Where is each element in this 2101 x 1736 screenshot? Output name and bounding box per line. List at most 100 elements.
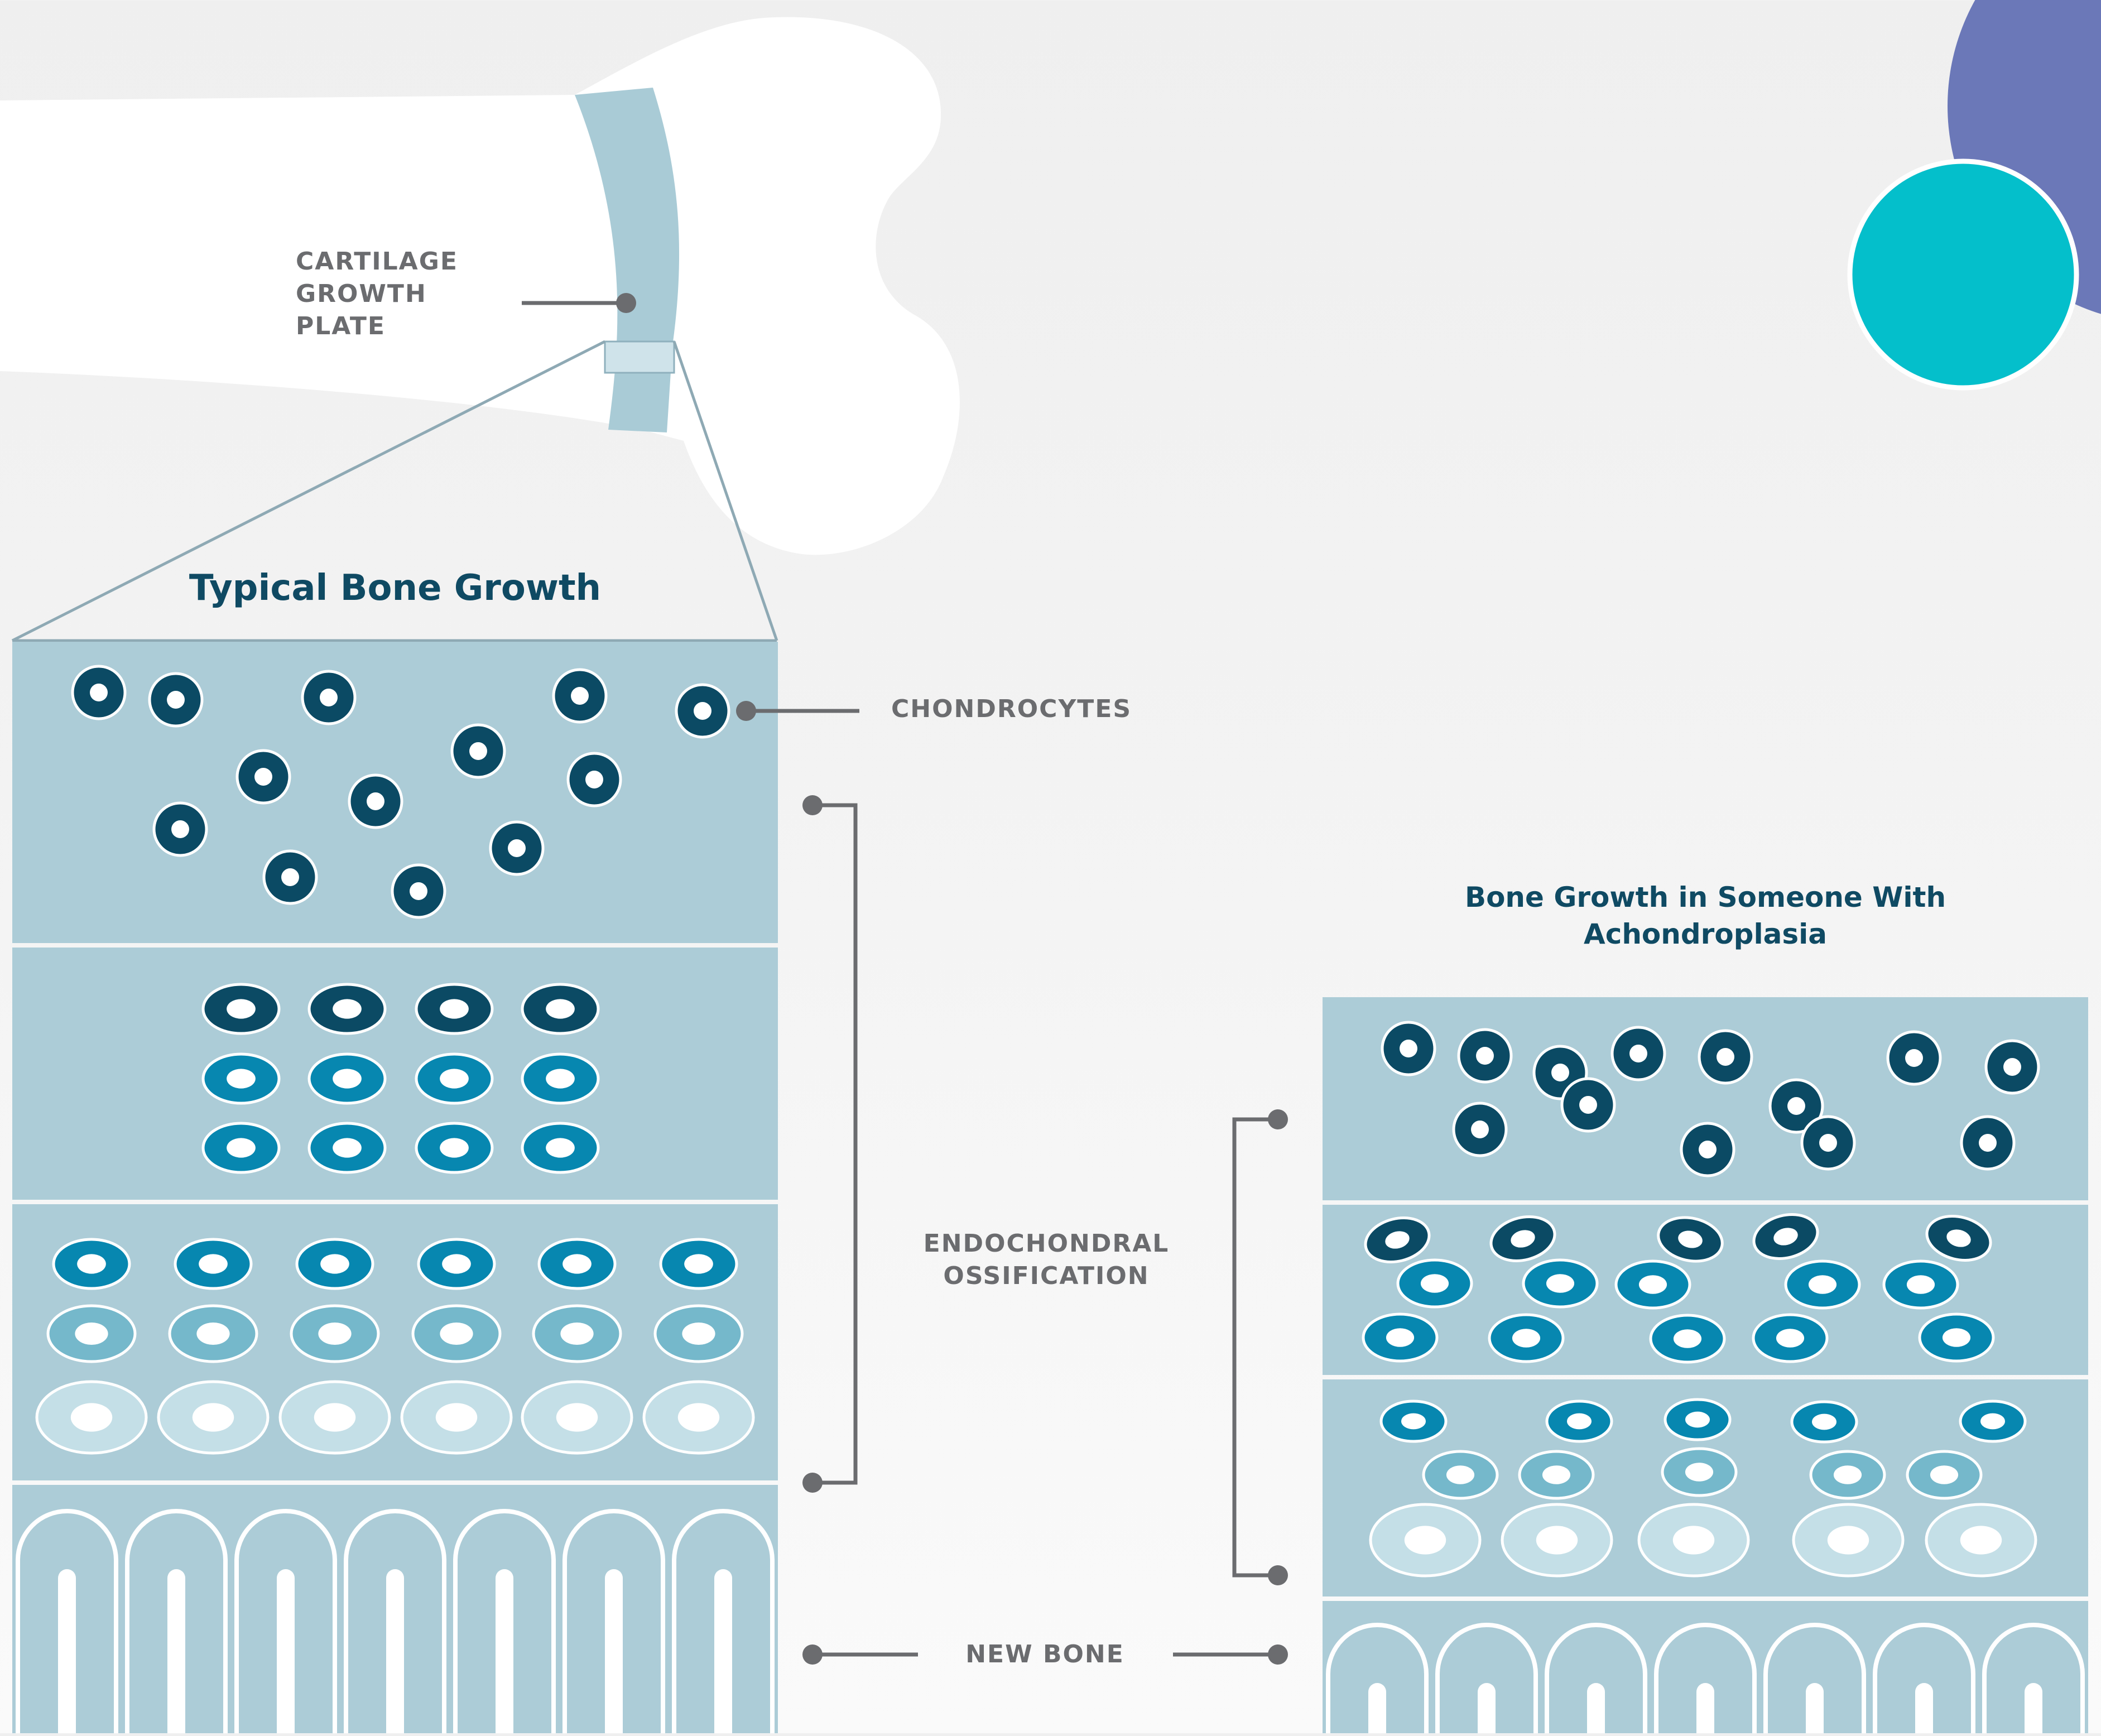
zoom-line-left <box>11 340 606 642</box>
typical-resting-cell-8-nucleus <box>585 771 603 788</box>
achon-prolif-cell-6 <box>1362 1312 1439 1363</box>
achon-prolif-cell-3 <box>1614 1259 1691 1310</box>
typical-new-bone-trabecula-4 <box>386 1569 404 1733</box>
typical-hyper-large-1 <box>35 1380 148 1455</box>
typical-prolif-cell-3-4 <box>521 1122 600 1174</box>
zoom-line-right <box>672 341 778 641</box>
typical-prolif-cell-2-3 <box>415 1052 494 1105</box>
typical-prolif-cell-3-2 <box>307 1122 387 1174</box>
typical-hyper-mid-1 <box>46 1304 137 1363</box>
achon-hyper-small-1 <box>1379 1400 1448 1443</box>
typical-resting-cell-12-nucleus <box>281 868 299 886</box>
achon-prolif-top-4 <box>1752 1213 1819 1260</box>
typical-prolif-cell-2-1 <box>201 1052 281 1105</box>
typical-resting-cell-4-nucleus <box>571 687 589 705</box>
typical-prolif-cell-2-2 <box>307 1052 387 1105</box>
achon-new-bone-arch-6 <box>1873 1623 1975 1733</box>
achon-hyper-mid-2 <box>1518 1450 1595 1500</box>
typical-hyper-large-6 <box>642 1380 755 1455</box>
achon-new-bone-arch-2 <box>1435 1623 1538 1733</box>
new-bone-connector-left-dot <box>802 1644 823 1665</box>
achon-prolif-top-5 <box>1925 1215 1992 1262</box>
achon-new-bone-trabecula-1 <box>1368 1683 1386 1733</box>
achon-resting-cell-10-nucleus <box>1699 1141 1717 1158</box>
cell-layer <box>35 665 2040 1578</box>
typical-hyper-large-3 <box>278 1380 391 1455</box>
achon-resting-cell-2-nucleus <box>1476 1047 1494 1065</box>
achon-hyper-large-3 <box>1637 1503 1750 1578</box>
typical-prolif-cell-1-3 <box>415 983 494 1035</box>
achon-prolif-cell-2 <box>1522 1258 1599 1309</box>
achon-hyper-large-1 <box>1369 1503 1482 1578</box>
achon-resting-cell-7-nucleus <box>2003 1058 2021 1076</box>
achon-prolif-top-3 <box>1657 1216 1724 1263</box>
typical-hyper-small-6 <box>659 1238 738 1290</box>
growth-plate-connector-dot <box>616 293 636 313</box>
achon-prolif-cell-4 <box>1784 1259 1861 1310</box>
typical-hyper-mid-4 <box>411 1304 502 1363</box>
new-bone-trabeculae <box>16 1509 2085 1733</box>
typical-resting-cell-11-nucleus <box>508 839 526 857</box>
typical-new-bone-trabecula-3 <box>277 1569 295 1733</box>
achon-resting-cell-11-nucleus <box>1787 1097 1805 1115</box>
achon-new-bone-trabecula-4 <box>1696 1683 1714 1733</box>
typical-hyper-small-1 <box>52 1238 131 1290</box>
typical-resting-cell-10-nucleus <box>171 820 189 838</box>
achon-new-bone-trabecula-6 <box>1915 1683 1933 1733</box>
typical-hyper-small-3 <box>295 1238 374 1290</box>
typical-prolif-cell-3-3 <box>415 1122 494 1174</box>
achon-prolif-cell-9 <box>1752 1313 1829 1363</box>
achondroplasia-panel-title: Bone Growth in Someone With Achondroplas… <box>1464 881 1946 950</box>
achon-new-bone-trabecula-3 <box>1587 1683 1605 1733</box>
achon-resting-cell-3-nucleus <box>1551 1064 1569 1081</box>
typical-bracket-dot-bottom <box>802 1473 823 1493</box>
typical-resting-cell-2-nucleus <box>167 691 185 709</box>
achon-resting-cell-12-nucleus <box>1819 1134 1837 1152</box>
chondrocytes-label: CHONDROCYTES <box>891 695 1132 723</box>
achon-ossification-bracket <box>1232 1117 1278 1578</box>
typical-prolif-cell-1-4 <box>521 983 600 1035</box>
typical-new-bone-arch-6 <box>562 1509 665 1733</box>
new-bone-connector-right-dot <box>1268 1644 1288 1665</box>
achon-bracket-dot-top <box>1268 1109 1288 1129</box>
achon-hyper-small-5 <box>1959 1400 2027 1443</box>
typical-resting-cell-9-nucleus <box>367 792 384 810</box>
typical-resting-cell-1-nucleus <box>90 684 108 701</box>
achon-resting-cell-8-nucleus <box>1471 1121 1489 1138</box>
achon-new-bone-trabecula-2 <box>1478 1683 1496 1733</box>
typical-new-bone-arch-3 <box>234 1509 337 1733</box>
achon-prolif-cell-1 <box>1396 1258 1473 1309</box>
typical-hyper-large-5 <box>521 1380 633 1455</box>
typical-hyper-large-4 <box>400 1380 513 1455</box>
typical-bracket-dot-top <box>802 795 823 815</box>
achon-hyper-mid-1 <box>1422 1450 1499 1500</box>
achon-hyper-mid-5 <box>1906 1450 1983 1500</box>
achon-prolif-top-2 <box>1489 1215 1556 1262</box>
achon-new-bone-arch-4 <box>1654 1623 1757 1733</box>
typical-prolif-cell-1-1 <box>201 983 281 1035</box>
chondrocytes-connector-dot <box>736 701 756 721</box>
achon-prolif-cell-8 <box>1649 1314 1726 1364</box>
typical-hyper-small-4 <box>417 1238 496 1290</box>
achon-hyper-mid-3 <box>1661 1447 1738 1497</box>
decorative-teal-circle <box>1847 158 2079 391</box>
typical-ossification-bracket <box>812 803 858 1485</box>
typical-new-bone-arch-5 <box>453 1509 556 1733</box>
typical-resting-cell-7-nucleus <box>469 742 487 760</box>
achon-resting-cell-4-nucleus <box>1629 1045 1647 1062</box>
typical-resting-cell-13-nucleus <box>410 882 427 900</box>
achon-prolif-cell-10 <box>1918 1312 1995 1363</box>
typical-hyper-large-2 <box>157 1380 270 1455</box>
typical-hyper-small-2 <box>174 1238 253 1290</box>
achon-prolif-cell-7 <box>1488 1313 1565 1363</box>
new-bone-label: NEW BONE <box>965 1640 1124 1668</box>
achon-hyper-small-3 <box>1664 1398 1732 1441</box>
achon-resting-cell-6-nucleus <box>1905 1049 1923 1067</box>
typical-resting-cell-6-nucleus <box>254 768 272 786</box>
typical-new-bone-trabecula-1 <box>58 1569 76 1733</box>
achon-new-bone-arch-1 <box>1326 1623 1429 1733</box>
achon-prolif-top-1 <box>1364 1216 1431 1263</box>
typical-new-bone-arch-2 <box>125 1509 228 1733</box>
typical-new-bone-arch-4 <box>344 1509 446 1733</box>
